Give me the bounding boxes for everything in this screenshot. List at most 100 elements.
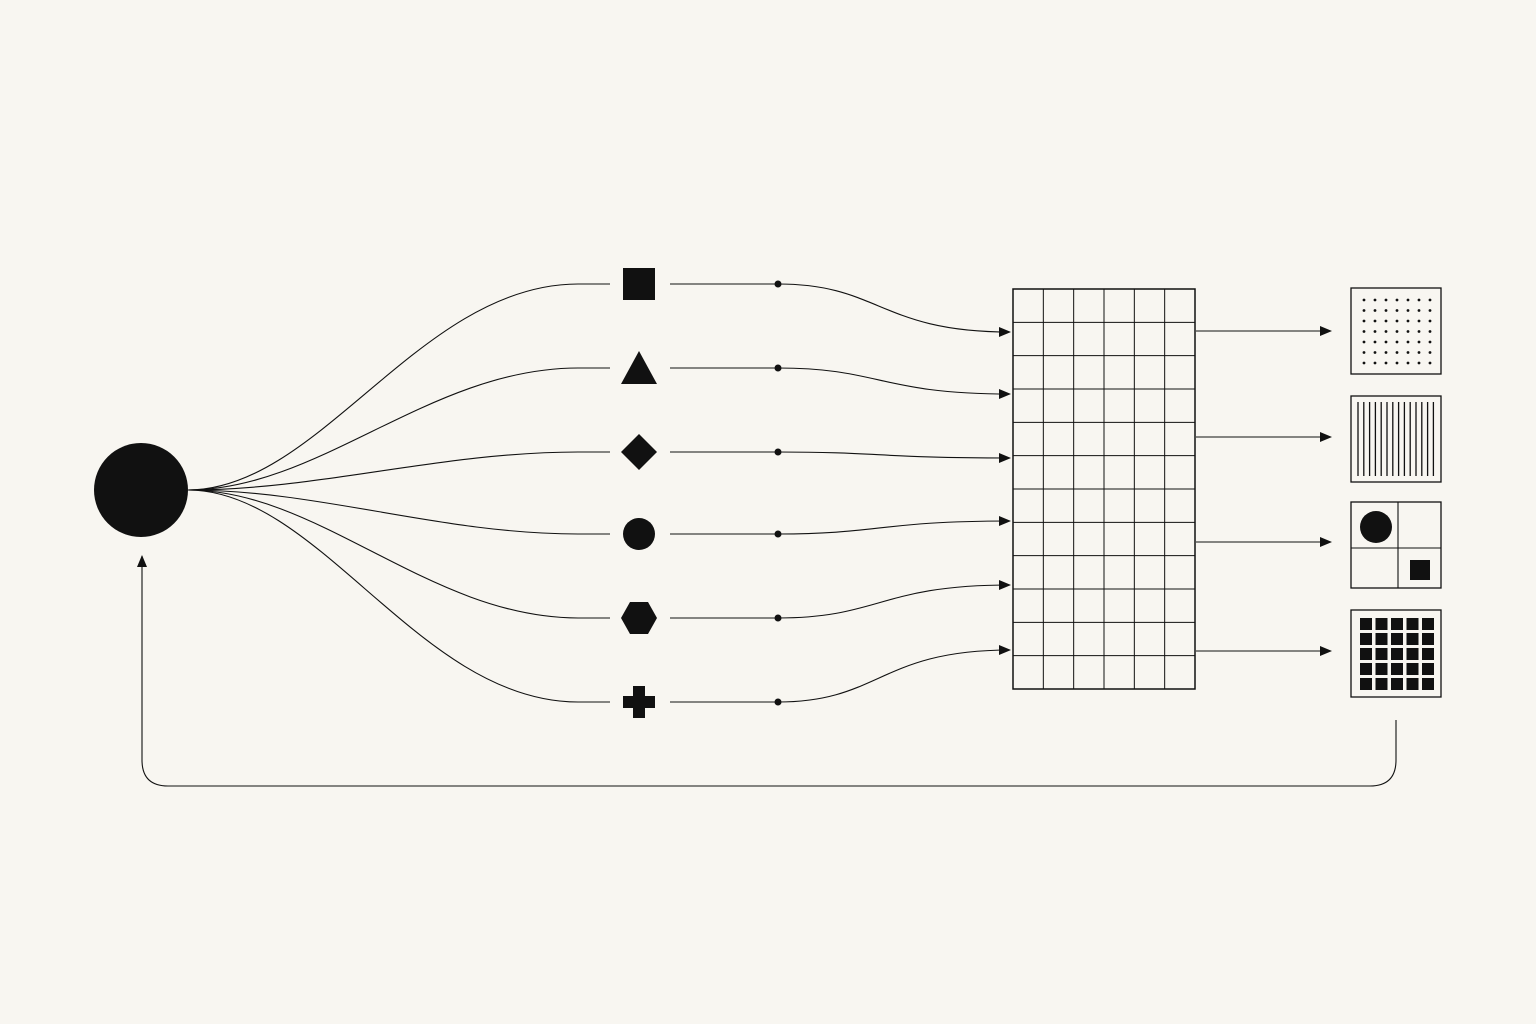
- matrix-input-edge: [777, 580, 1011, 619]
- feedback-loop-edge: [137, 555, 1397, 787]
- dot: [1373, 309, 1377, 312]
- shape-nodes: [621, 268, 657, 718]
- output-block-grid: [1350, 609, 1442, 698]
- triangle-icon: [621, 351, 657, 384]
- block: [1406, 663, 1419, 675]
- block: [1360, 618, 1372, 630]
- fan-edge-hexagon: [187, 489, 610, 619]
- matrix-grid: [1012, 288, 1196, 690]
- vertical-lines-pattern: [1357, 402, 1435, 476]
- dot: [1384, 361, 1388, 365]
- block: [1375, 663, 1388, 675]
- fan-edge-square: [187, 283, 610, 491]
- junction-dots: [774, 280, 782, 706]
- dot: [1428, 351, 1432, 354]
- dot: [1428, 330, 1432, 333]
- dot: [1406, 330, 1410, 333]
- dot: [1417, 340, 1421, 344]
- dot: [1406, 298, 1410, 302]
- dot: [1362, 340, 1366, 344]
- shape-connectors: [670, 283, 778, 703]
- dot: [1362, 319, 1366, 323]
- block: [1375, 648, 1388, 660]
- output-frame: [1350, 609, 1442, 698]
- dot: [1406, 351, 1410, 354]
- fan-edge-cross: [187, 489, 610, 703]
- fan-edge-circle: [187, 489, 610, 535]
- matrix-input-edge: [777, 451, 1011, 463]
- hexagon-icon: [621, 602, 657, 634]
- dot: [1395, 351, 1399, 354]
- circle-icon: [623, 518, 655, 550]
- dot: [1373, 340, 1377, 344]
- block: [1375, 633, 1388, 645]
- dot: [1373, 298, 1377, 302]
- fan-edge-diamond: [187, 451, 610, 491]
- square-icon: [623, 268, 655, 300]
- dot: [1362, 330, 1366, 333]
- fan-edge-triangle: [187, 367, 610, 491]
- block: [1422, 633, 1434, 645]
- block: [1391, 678, 1403, 690]
- dot: [1417, 351, 1421, 354]
- dot: [1428, 309, 1432, 312]
- dot: [1395, 330, 1399, 333]
- dot: [1384, 298, 1388, 302]
- output-arrows: [1196, 326, 1332, 656]
- matrix-input-edges: [777, 283, 1011, 703]
- block: [1360, 648, 1372, 660]
- dot: [1384, 309, 1388, 312]
- output-frame: [1350, 395, 1442, 483]
- dot-grid-pattern: [1362, 298, 1432, 365]
- fan-out-edges: [187, 283, 610, 703]
- matrix-input-edge: [777, 645, 1011, 703]
- dot: [1417, 298, 1421, 302]
- dot: [1395, 361, 1399, 365]
- dot: [1362, 309, 1366, 312]
- matrix-input-edge: [777, 367, 1011, 399]
- dot: [1384, 351, 1388, 354]
- block: [1360, 663, 1372, 675]
- dot: [1384, 330, 1388, 333]
- block: [1422, 663, 1434, 675]
- quadrant-circle-icon: [1360, 511, 1392, 543]
- dot: [1417, 309, 1421, 312]
- block: [1360, 678, 1372, 690]
- block-grid-pattern: [1360, 618, 1434, 690]
- output-frame: [1350, 287, 1442, 375]
- matrix-input-edge: [777, 283, 1011, 337]
- source-node: [94, 443, 188, 537]
- block: [1406, 678, 1419, 690]
- diamond-icon: [621, 434, 657, 470]
- dot: [1362, 361, 1366, 365]
- dot: [1395, 340, 1399, 344]
- output-panels: [1350, 287, 1442, 698]
- block: [1406, 648, 1419, 660]
- dot: [1417, 319, 1421, 323]
- dot: [1406, 309, 1410, 312]
- output-quadrants: [1350, 501, 1442, 589]
- dot: [1373, 330, 1377, 333]
- block: [1375, 678, 1388, 690]
- dot: [1373, 319, 1377, 323]
- dot: [1428, 361, 1432, 365]
- dot: [1384, 340, 1388, 344]
- output-vertical-lines: [1350, 395, 1442, 483]
- block: [1391, 618, 1403, 630]
- output-frame: [1350, 501, 1442, 589]
- dot: [1395, 309, 1399, 312]
- quadrant-square-icon: [1410, 560, 1430, 580]
- block: [1422, 648, 1434, 660]
- dot: [1428, 298, 1432, 302]
- dot: [1406, 361, 1410, 365]
- block: [1422, 618, 1434, 630]
- block: [1391, 633, 1403, 645]
- output-dot-grid: [1350, 287, 1442, 375]
- dot: [1406, 319, 1410, 323]
- block: [1375, 618, 1388, 630]
- dot: [1373, 351, 1377, 354]
- dot: [1395, 298, 1399, 302]
- dot: [1362, 351, 1366, 354]
- block: [1360, 633, 1372, 645]
